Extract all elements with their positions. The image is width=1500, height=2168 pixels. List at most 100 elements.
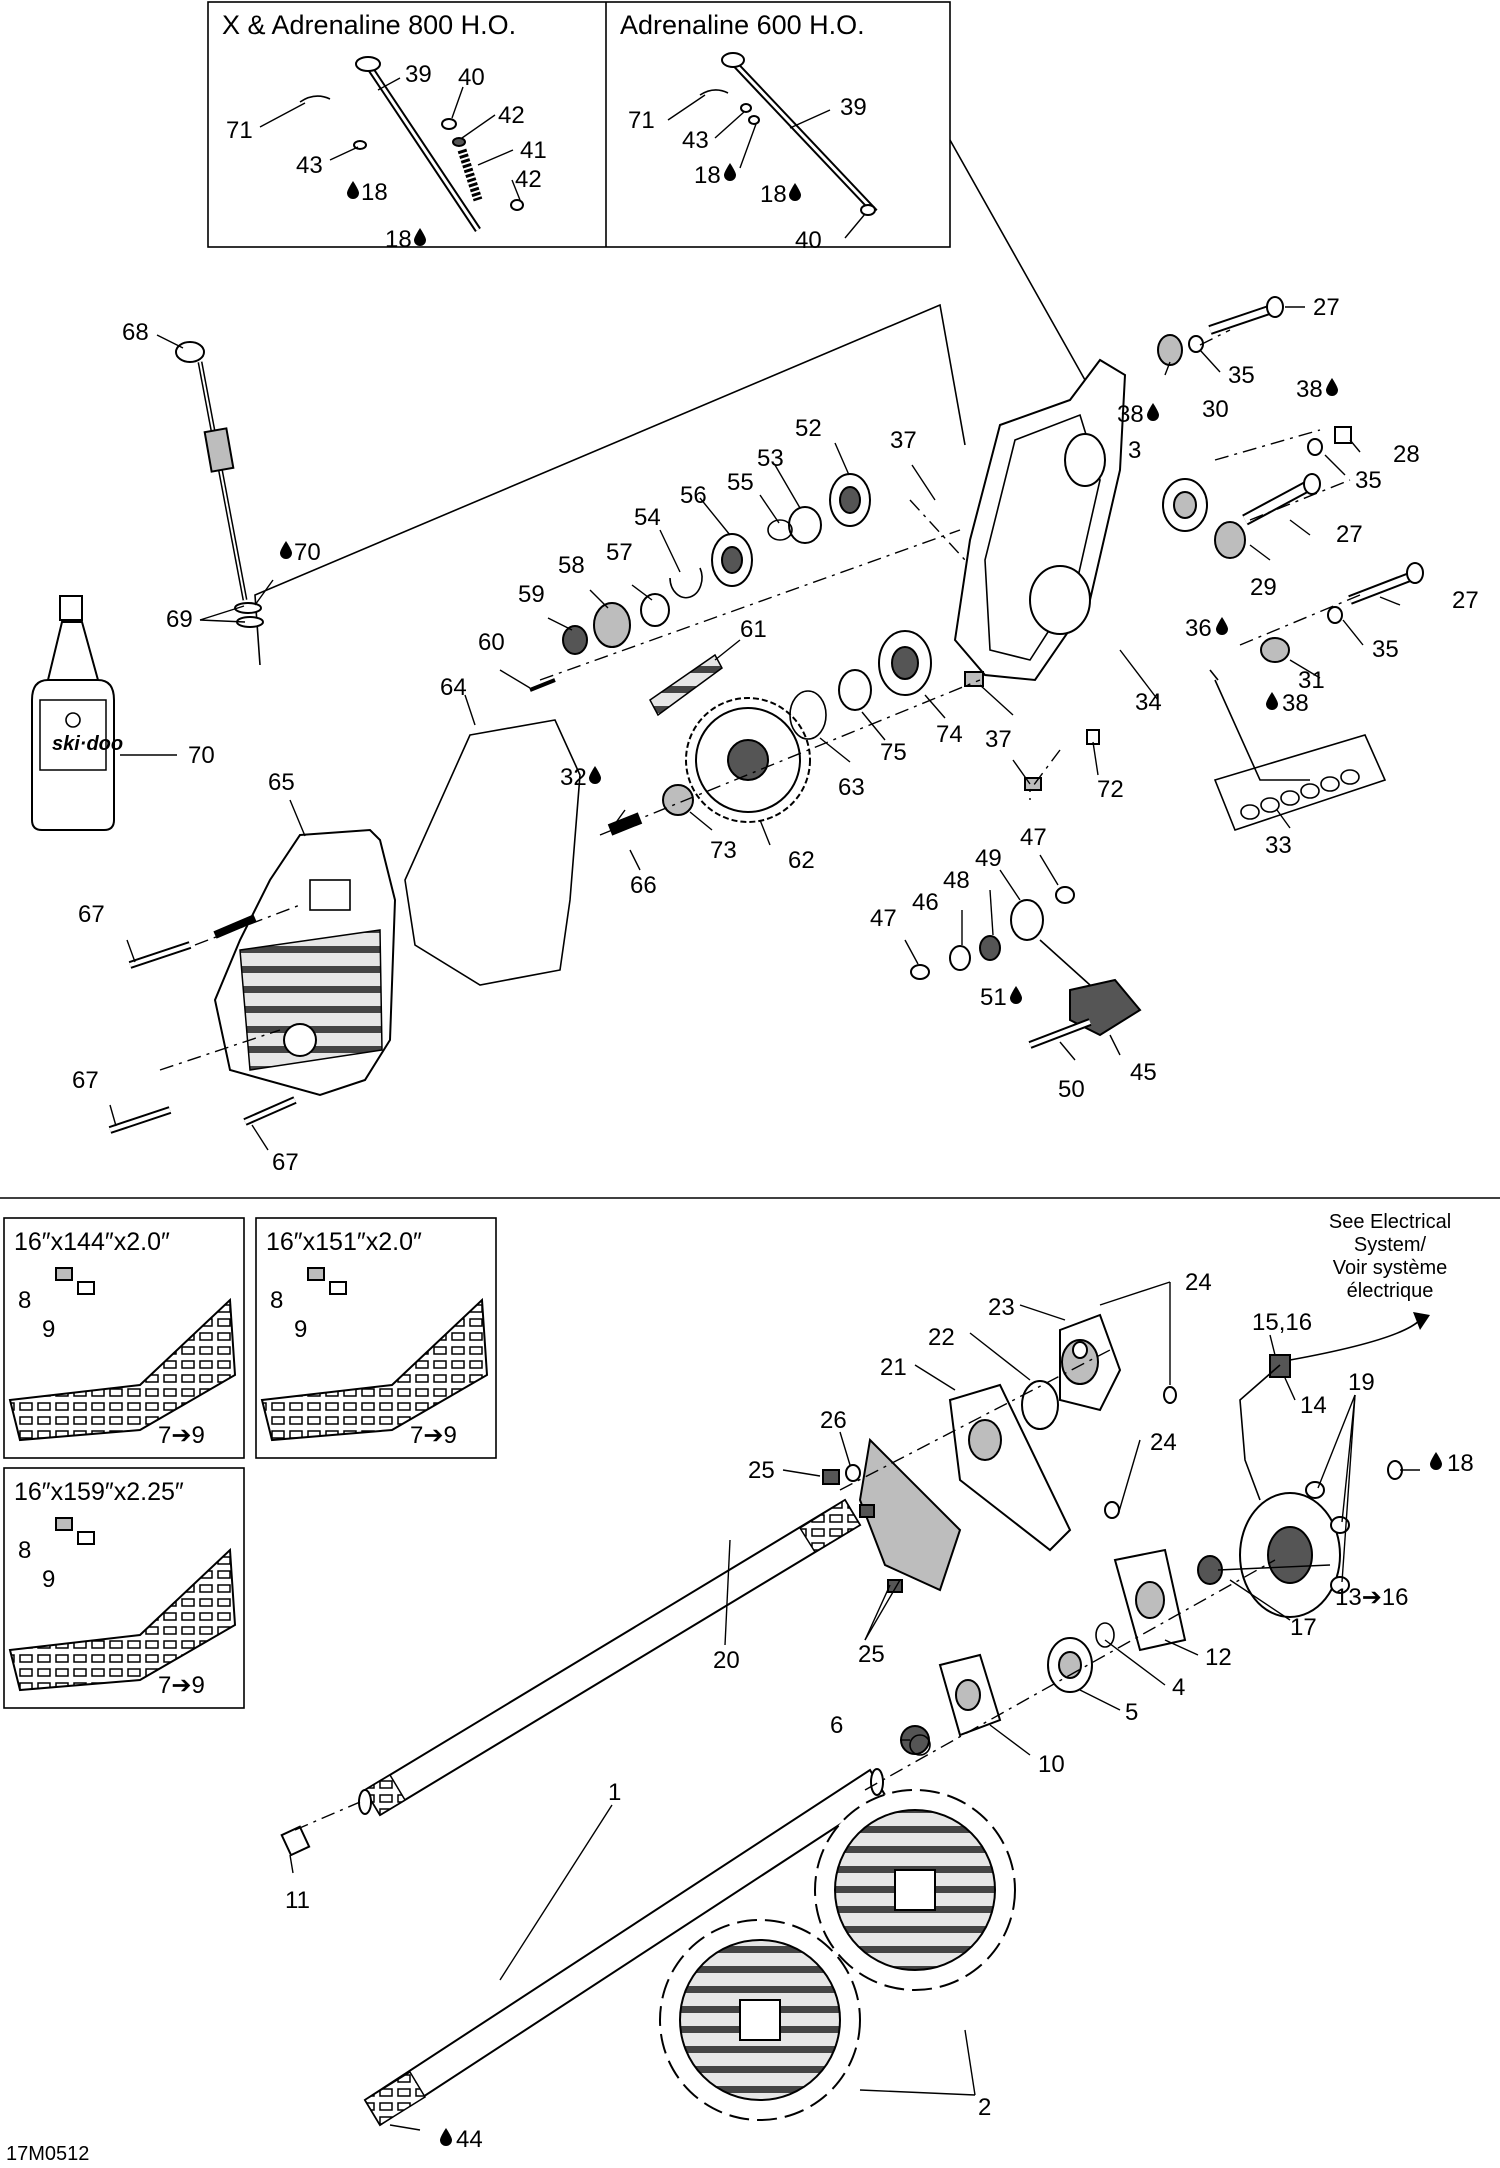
assembly-axes [539, 329, 1361, 836]
drive-shaft [280, 1498, 862, 1857]
callout-7-9: 7➔9 [158, 1672, 205, 1699]
callout-18: 18 [385, 226, 412, 253]
callout-18: 18 [760, 181, 787, 208]
callout-59: 59 [518, 581, 545, 608]
callout-46: 46 [912, 889, 939, 916]
callout-71: 71 [226, 117, 253, 144]
reference-lines [254, 139, 1086, 666]
drawing-code: 17M0512 [6, 2143, 89, 2165]
inset-left-title: X & Adrenaline 800 H.O. [222, 10, 516, 40]
dipstick [175, 341, 264, 628]
callout-40: 40 [795, 227, 822, 254]
callout-33: 33 [1265, 832, 1292, 859]
track-variant-2-title: 16″x151″x2.0″ [266, 1228, 422, 1256]
callout-58: 58 [558, 552, 585, 579]
callout-61: 61 [740, 616, 767, 643]
callout-57: 57 [606, 539, 633, 566]
drive-gear-stack [529, 473, 1100, 836]
callout-27: 27 [1336, 521, 1363, 548]
electrical-note-line2: System/ [1354, 1234, 1427, 1256]
tensioner-assembly [910, 886, 1142, 1049]
callout-4: 4 [1172, 1674, 1185, 1701]
callout-10: 10 [1038, 1751, 1065, 1778]
electrical-note-line4: électrique [1347, 1280, 1434, 1302]
inset-box: X & Adrenaline 800 H.O. Adrenaline 600 H… [207, 1, 951, 248]
callout-31: 31 [1298, 667, 1325, 694]
callout-38: 38 [1282, 690, 1309, 717]
valve-assembly-800 [299, 56, 524, 232]
callout-24: 24 [1185, 1269, 1212, 1296]
electrical-note-line1: See Electrical [1329, 1211, 1451, 1233]
callout-5: 5 [1125, 1699, 1138, 1726]
callout-67: 67 [78, 901, 105, 928]
chaincase-housing [953, 358, 1208, 682]
oil-bottle: ski·doo [31, 595, 123, 831]
callout-18: 18 [694, 162, 721, 189]
callout-65: 65 [268, 769, 295, 796]
callout-8: 8 [270, 1287, 283, 1314]
valve-assembly-600 [699, 52, 878, 216]
callout-37: 37 [985, 726, 1012, 753]
shim-set [1213, 734, 1387, 831]
callout-26: 26 [820, 1407, 847, 1434]
callout-43: 43 [296, 152, 323, 179]
callout-50: 50 [1058, 1076, 1085, 1103]
callout-75: 75 [880, 739, 907, 766]
bearing-plates [822, 1312, 1430, 1756]
inset-right-title: Adrenaline 600 H.O. [620, 10, 865, 40]
callout-42: 42 [515, 166, 542, 193]
callout-53: 53 [757, 445, 784, 472]
callout-14: 14 [1300, 1392, 1327, 1419]
callout-39: 39 [405, 61, 432, 88]
callout-45: 45 [1130, 1059, 1157, 1086]
callout-66: 66 [630, 872, 657, 899]
callout-47: 47 [870, 905, 897, 932]
callout-29: 29 [1250, 574, 1277, 601]
callout-25: 25 [748, 1457, 775, 1484]
callout-35: 35 [1372, 636, 1399, 663]
callout-17: 17 [1290, 1614, 1317, 1641]
callout-6: 6 [830, 1712, 843, 1739]
callout-22: 22 [928, 1324, 955, 1351]
callout-34: 34 [1135, 689, 1162, 716]
callout-71: 71 [628, 107, 655, 134]
track-variant-3-title: 16″x159″x2.25″ [14, 1478, 184, 1506]
callout-49: 49 [975, 845, 1002, 872]
callout-43: 43 [682, 127, 709, 154]
callout-39: 39 [840, 94, 867, 121]
callout-labels: 71 39 40 42 41 42 43 18 18 71 39 43 18 1… [6, 61, 1479, 2165]
callout-18: 18 [361, 179, 388, 206]
callout-8: 8 [18, 1287, 31, 1314]
callout-44: 44 [456, 2126, 483, 2153]
track-variant-2: 16″x151″x2.0″ [255, 1217, 497, 1459]
lower-axes [294, 1349, 1276, 1831]
callout-64: 64 [440, 674, 467, 701]
callout-51: 51 [980, 984, 1007, 1011]
callout-32: 32 [560, 764, 587, 791]
callout-20: 20 [713, 1647, 740, 1674]
electrical-note-line3: Voir système [1333, 1257, 1447, 1279]
callout-3: 3 [1128, 437, 1141, 464]
callout-52: 52 [795, 415, 822, 442]
track-variant-3: 16″x159″x2.25″ [3, 1467, 245, 1709]
sprockets [659, 1789, 1016, 2121]
callout-70: 70 [294, 539, 321, 566]
callout-1: 1 [608, 1779, 621, 1806]
callout-27: 27 [1452, 587, 1479, 614]
callout-28: 28 [1393, 441, 1420, 468]
callout-25: 25 [858, 1641, 885, 1668]
callout-73: 73 [710, 837, 737, 864]
callout-40: 40 [458, 64, 485, 91]
track-variant-1: 16″x144″x2.0″ [3, 1217, 245, 1459]
callout-13-16: 13➔16 [1335, 1584, 1409, 1611]
callout-27: 27 [1313, 294, 1340, 321]
housing-bolts [1157, 296, 1424, 663]
callout-38: 38 [1117, 401, 1144, 428]
callout-12: 12 [1205, 1644, 1232, 1671]
callout-11: 11 [285, 1887, 310, 1914]
callout-23: 23 [988, 1294, 1015, 1321]
callout-74: 74 [936, 721, 963, 748]
callout-37: 37 [890, 427, 917, 454]
callout-47: 47 [1020, 824, 1047, 851]
